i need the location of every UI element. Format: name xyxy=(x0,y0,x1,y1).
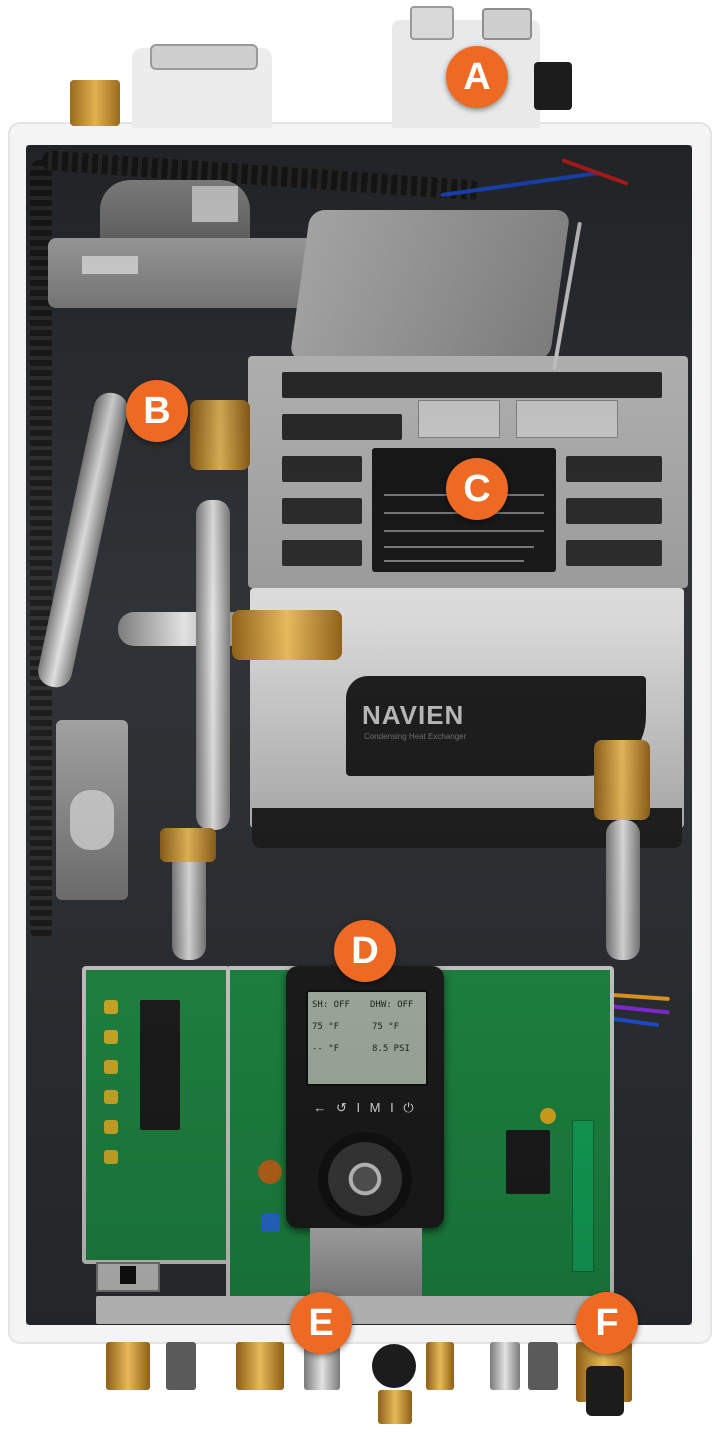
blue-capacitor xyxy=(262,1214,280,1232)
water-pipe-vertical xyxy=(196,500,230,830)
bottom-fitting-brass xyxy=(106,1342,150,1390)
heat-exchanger-slot xyxy=(282,456,362,482)
heat-exchanger-slot xyxy=(566,540,662,566)
marker-d: D xyxy=(334,920,396,982)
bottom-rail xyxy=(96,1296,616,1324)
rating-plate-line xyxy=(384,546,534,548)
yellow-capacitor xyxy=(540,1108,556,1124)
display-sh-temp: 75 °F xyxy=(312,1022,340,1032)
condensate-hose xyxy=(30,160,52,940)
terminal xyxy=(104,1060,118,1074)
vent-clamp xyxy=(482,8,532,40)
water-pipe xyxy=(118,612,250,646)
display-outdoor-temp: -- °F xyxy=(312,1044,340,1054)
power-switch[interactable] xyxy=(120,1266,136,1284)
bottom-fitting-silver xyxy=(490,1342,520,1390)
display-dhw-temp: 75 °F xyxy=(372,1022,400,1032)
brass-elbow xyxy=(232,610,342,660)
water-flow-sensor xyxy=(190,400,250,470)
marker-b: B xyxy=(126,380,188,442)
gas-valve-cap xyxy=(70,790,114,850)
bottom-valve xyxy=(166,1342,196,1390)
control-dial[interactable] xyxy=(318,1132,412,1226)
heat-exchanger-slot xyxy=(282,498,362,524)
bottom-fitting-brass xyxy=(236,1342,284,1390)
bottom-cap xyxy=(372,1344,416,1388)
rating-plate-line xyxy=(384,530,544,532)
display-pressure: 8.5 PSI xyxy=(372,1044,410,1054)
marker-c: C xyxy=(446,458,508,520)
lcd-display xyxy=(306,990,428,1086)
brand-name: NAVIEN xyxy=(362,700,465,730)
board-relay xyxy=(506,1130,550,1194)
heat-exchanger-slot xyxy=(282,414,402,440)
heat-exchanger-bracket xyxy=(418,400,500,438)
inductor-coil xyxy=(258,1160,282,1184)
heat-exchanger-slot xyxy=(282,540,362,566)
return-fitting xyxy=(160,828,216,862)
bottom-valve xyxy=(528,1342,558,1390)
rating-plate-line xyxy=(384,560,524,562)
bottom-fitting-brass xyxy=(378,1390,412,1424)
heat-exchanger-slot xyxy=(282,372,662,398)
bottom-drain-cap xyxy=(586,1366,624,1416)
terminal xyxy=(104,1030,118,1044)
intake-air-clamp xyxy=(150,44,258,70)
marker-a: A xyxy=(446,46,508,108)
exhaust-sensor xyxy=(534,62,572,110)
outlet-pipe xyxy=(606,820,640,960)
terminal-strip xyxy=(572,1120,594,1272)
outlet-flow-sensor xyxy=(594,740,650,820)
terminal xyxy=(104,1120,118,1134)
marker-e: E xyxy=(290,1292,352,1354)
blower-label xyxy=(82,256,138,274)
display-dhw-status: DHW: OFF xyxy=(370,1000,414,1010)
heat-exchanger-slot xyxy=(566,456,662,482)
marker-f: F xyxy=(576,1292,638,1354)
relay-block xyxy=(140,1000,180,1130)
control-buttons[interactable]: ← ↺ I M I ⏻ xyxy=(313,1100,417,1115)
terminal xyxy=(104,1090,118,1104)
gas-inlet-fitting xyxy=(70,80,120,126)
burner-manifold xyxy=(289,210,571,360)
heat-exchanger-slot xyxy=(566,498,662,524)
bottom-fitting-brass xyxy=(426,1342,454,1390)
brand-subtitle: Condensing Heat Exchanger xyxy=(364,732,467,741)
sensor-bracket xyxy=(516,400,618,438)
blower-motor-label xyxy=(192,186,238,222)
terminal xyxy=(104,1150,118,1164)
vent-sensor-port xyxy=(410,6,454,40)
display-sh-status: SH: OFF xyxy=(312,1000,350,1010)
terminal xyxy=(104,1000,118,1014)
